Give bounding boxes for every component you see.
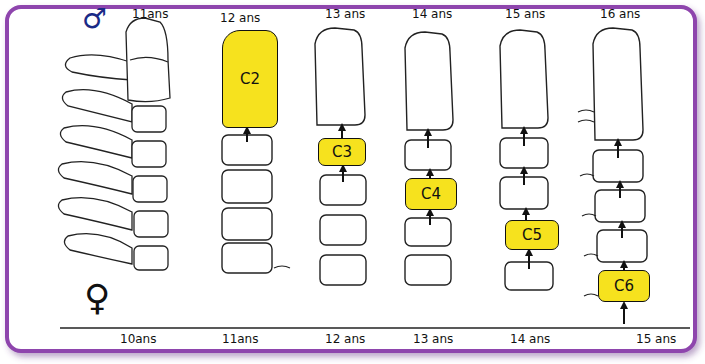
vertebra-name: C5	[522, 228, 542, 243]
age-label: 11ans	[222, 333, 258, 346]
vertebra-stage-box: C2	[222, 30, 278, 128]
concavity-marks	[274, 110, 598, 296]
age-label: 12 ans	[325, 333, 365, 346]
vertebra-stage-box: C3	[318, 138, 366, 166]
age-label: 13 ans	[325, 8, 365, 21]
age-label: 15 ans	[636, 333, 676, 346]
age-label: 13 ans	[413, 333, 453, 346]
age-label: 16 ans	[600, 8, 640, 21]
vertebra-name: C3	[332, 145, 352, 160]
age-label: 15 ans	[505, 8, 545, 21]
vertebra-outlines	[222, 28, 647, 290]
age-label: 14 ans	[510, 333, 550, 346]
vertebra-stage-box: C5	[505, 220, 559, 250]
vertebra-stage-box: C4	[405, 178, 457, 210]
baseline	[60, 327, 690, 329]
vertebra-name: C4	[421, 187, 441, 202]
vertebra-name: C2	[240, 72, 260, 87]
male-symbol: ♂	[82, 4, 107, 35]
age-label: 12 ans	[220, 12, 260, 25]
age-label: 10ans	[120, 333, 156, 346]
age-label: 11ans	[132, 8, 168, 21]
age-label: 14 ans	[412, 8, 452, 21]
frame	[7, 7, 695, 351]
female-symbol: ♀	[84, 278, 110, 318]
vertebra-stage-box: C6	[598, 270, 650, 302]
cervical-spine	[58, 18, 170, 270]
vertebra-name: C6	[614, 279, 634, 294]
growth-arrows	[247, 127, 624, 324]
